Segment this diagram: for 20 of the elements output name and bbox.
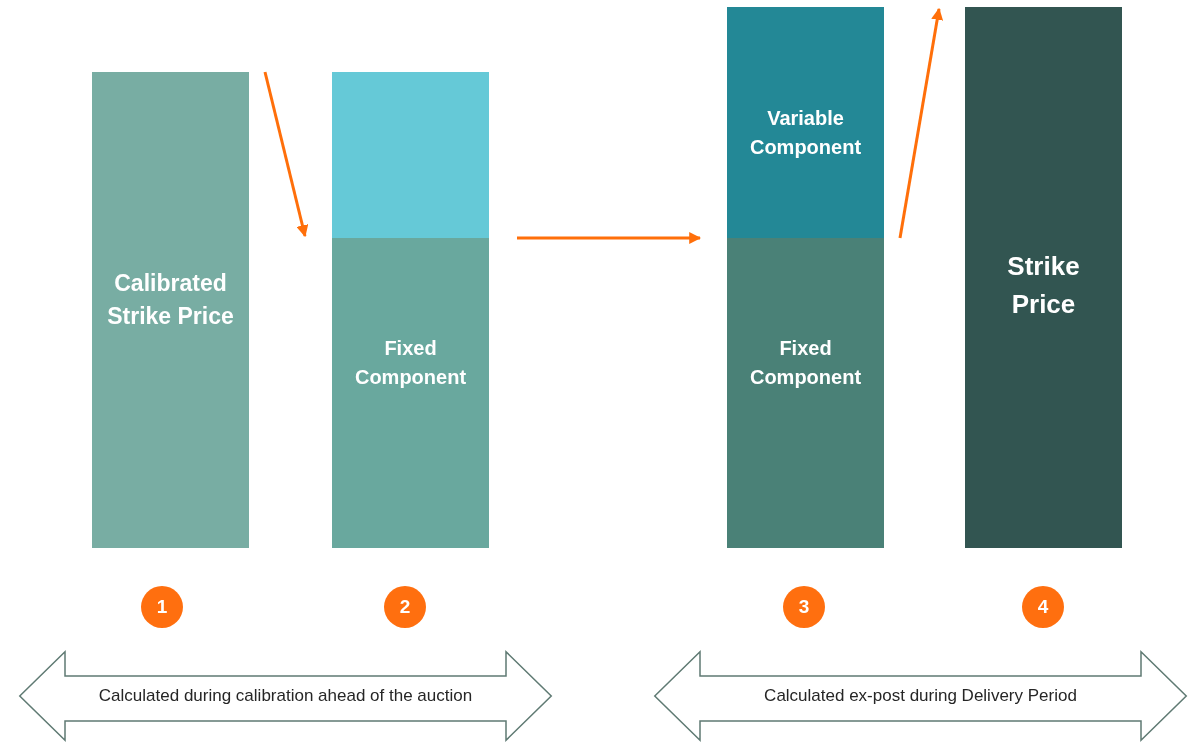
bar-segment xyxy=(727,7,884,238)
arrow xyxy=(263,71,309,238)
bar-segment xyxy=(332,72,489,238)
step-number-badge: 2 xyxy=(384,586,426,628)
bar-label: Variable Component xyxy=(748,105,863,160)
bar-segment xyxy=(332,238,489,548)
bar-segment xyxy=(727,238,884,548)
bar-segment xyxy=(92,72,249,548)
arrow xyxy=(898,7,944,239)
bar-label: Fixed Component xyxy=(353,336,468,390)
period-label: Calculated ex-post during Delivery Period xyxy=(764,685,1077,708)
period-label: Calculated during calibration ahead of the auction xyxy=(98,685,473,708)
step-number-badge: 4 xyxy=(1022,586,1064,628)
bar-label: Calibrated Strike Price xyxy=(106,268,235,331)
bar-label: Fixed Component xyxy=(748,336,863,390)
bar-segment xyxy=(965,7,1122,548)
step-number-badge: 3 xyxy=(783,586,825,628)
step-number-badge: 1 xyxy=(141,586,183,628)
arrow xyxy=(517,232,702,244)
bar-label: Strike Price xyxy=(1006,249,1081,321)
